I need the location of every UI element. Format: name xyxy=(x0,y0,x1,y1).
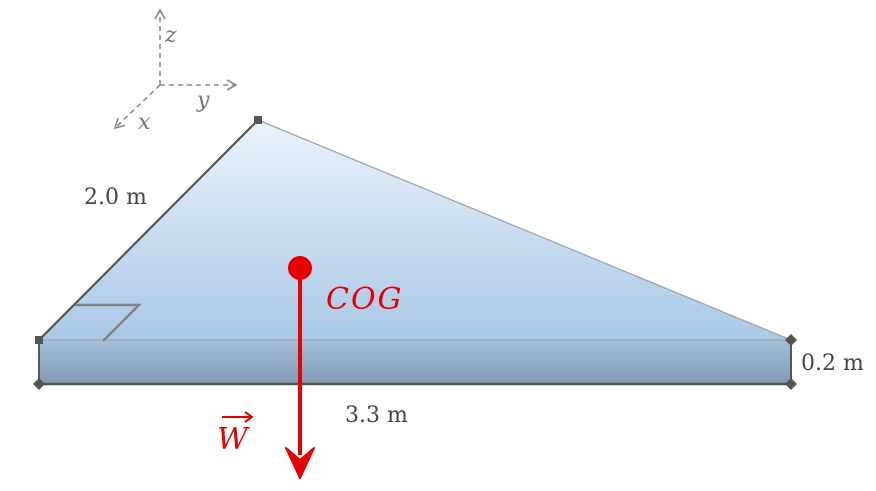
cog-label: COG xyxy=(326,282,404,317)
x-axis-label: x xyxy=(138,110,151,135)
triangular-face xyxy=(39,120,791,340)
vertex-marker-bottom-right xyxy=(785,378,797,390)
vertex-marker-left xyxy=(35,336,43,344)
vertex-marker-bottom-left xyxy=(33,378,45,390)
weight-arrow-head xyxy=(285,447,315,479)
z-axis-label: z xyxy=(164,23,177,48)
x-axis-arrow xyxy=(113,84,161,130)
y-axis-label: y xyxy=(196,88,210,113)
hypotenuse-edge xyxy=(257,119,792,341)
weight-vector-overline-arrowhead xyxy=(244,411,254,423)
weight-label: W xyxy=(217,422,250,457)
axes-indicator: z y x xyxy=(113,8,238,135)
right-angle-marker xyxy=(75,303,142,342)
vertex-marker-top xyxy=(254,116,262,124)
left-edge xyxy=(38,119,259,341)
side-length-label: 2.0 m xyxy=(84,185,147,210)
vertex-marker-right-top xyxy=(785,334,797,346)
base-length-label: 3.3 m xyxy=(345,403,408,428)
thickness-label: 0.2 m xyxy=(801,351,864,376)
cog-point xyxy=(288,256,312,280)
slab xyxy=(39,340,791,384)
